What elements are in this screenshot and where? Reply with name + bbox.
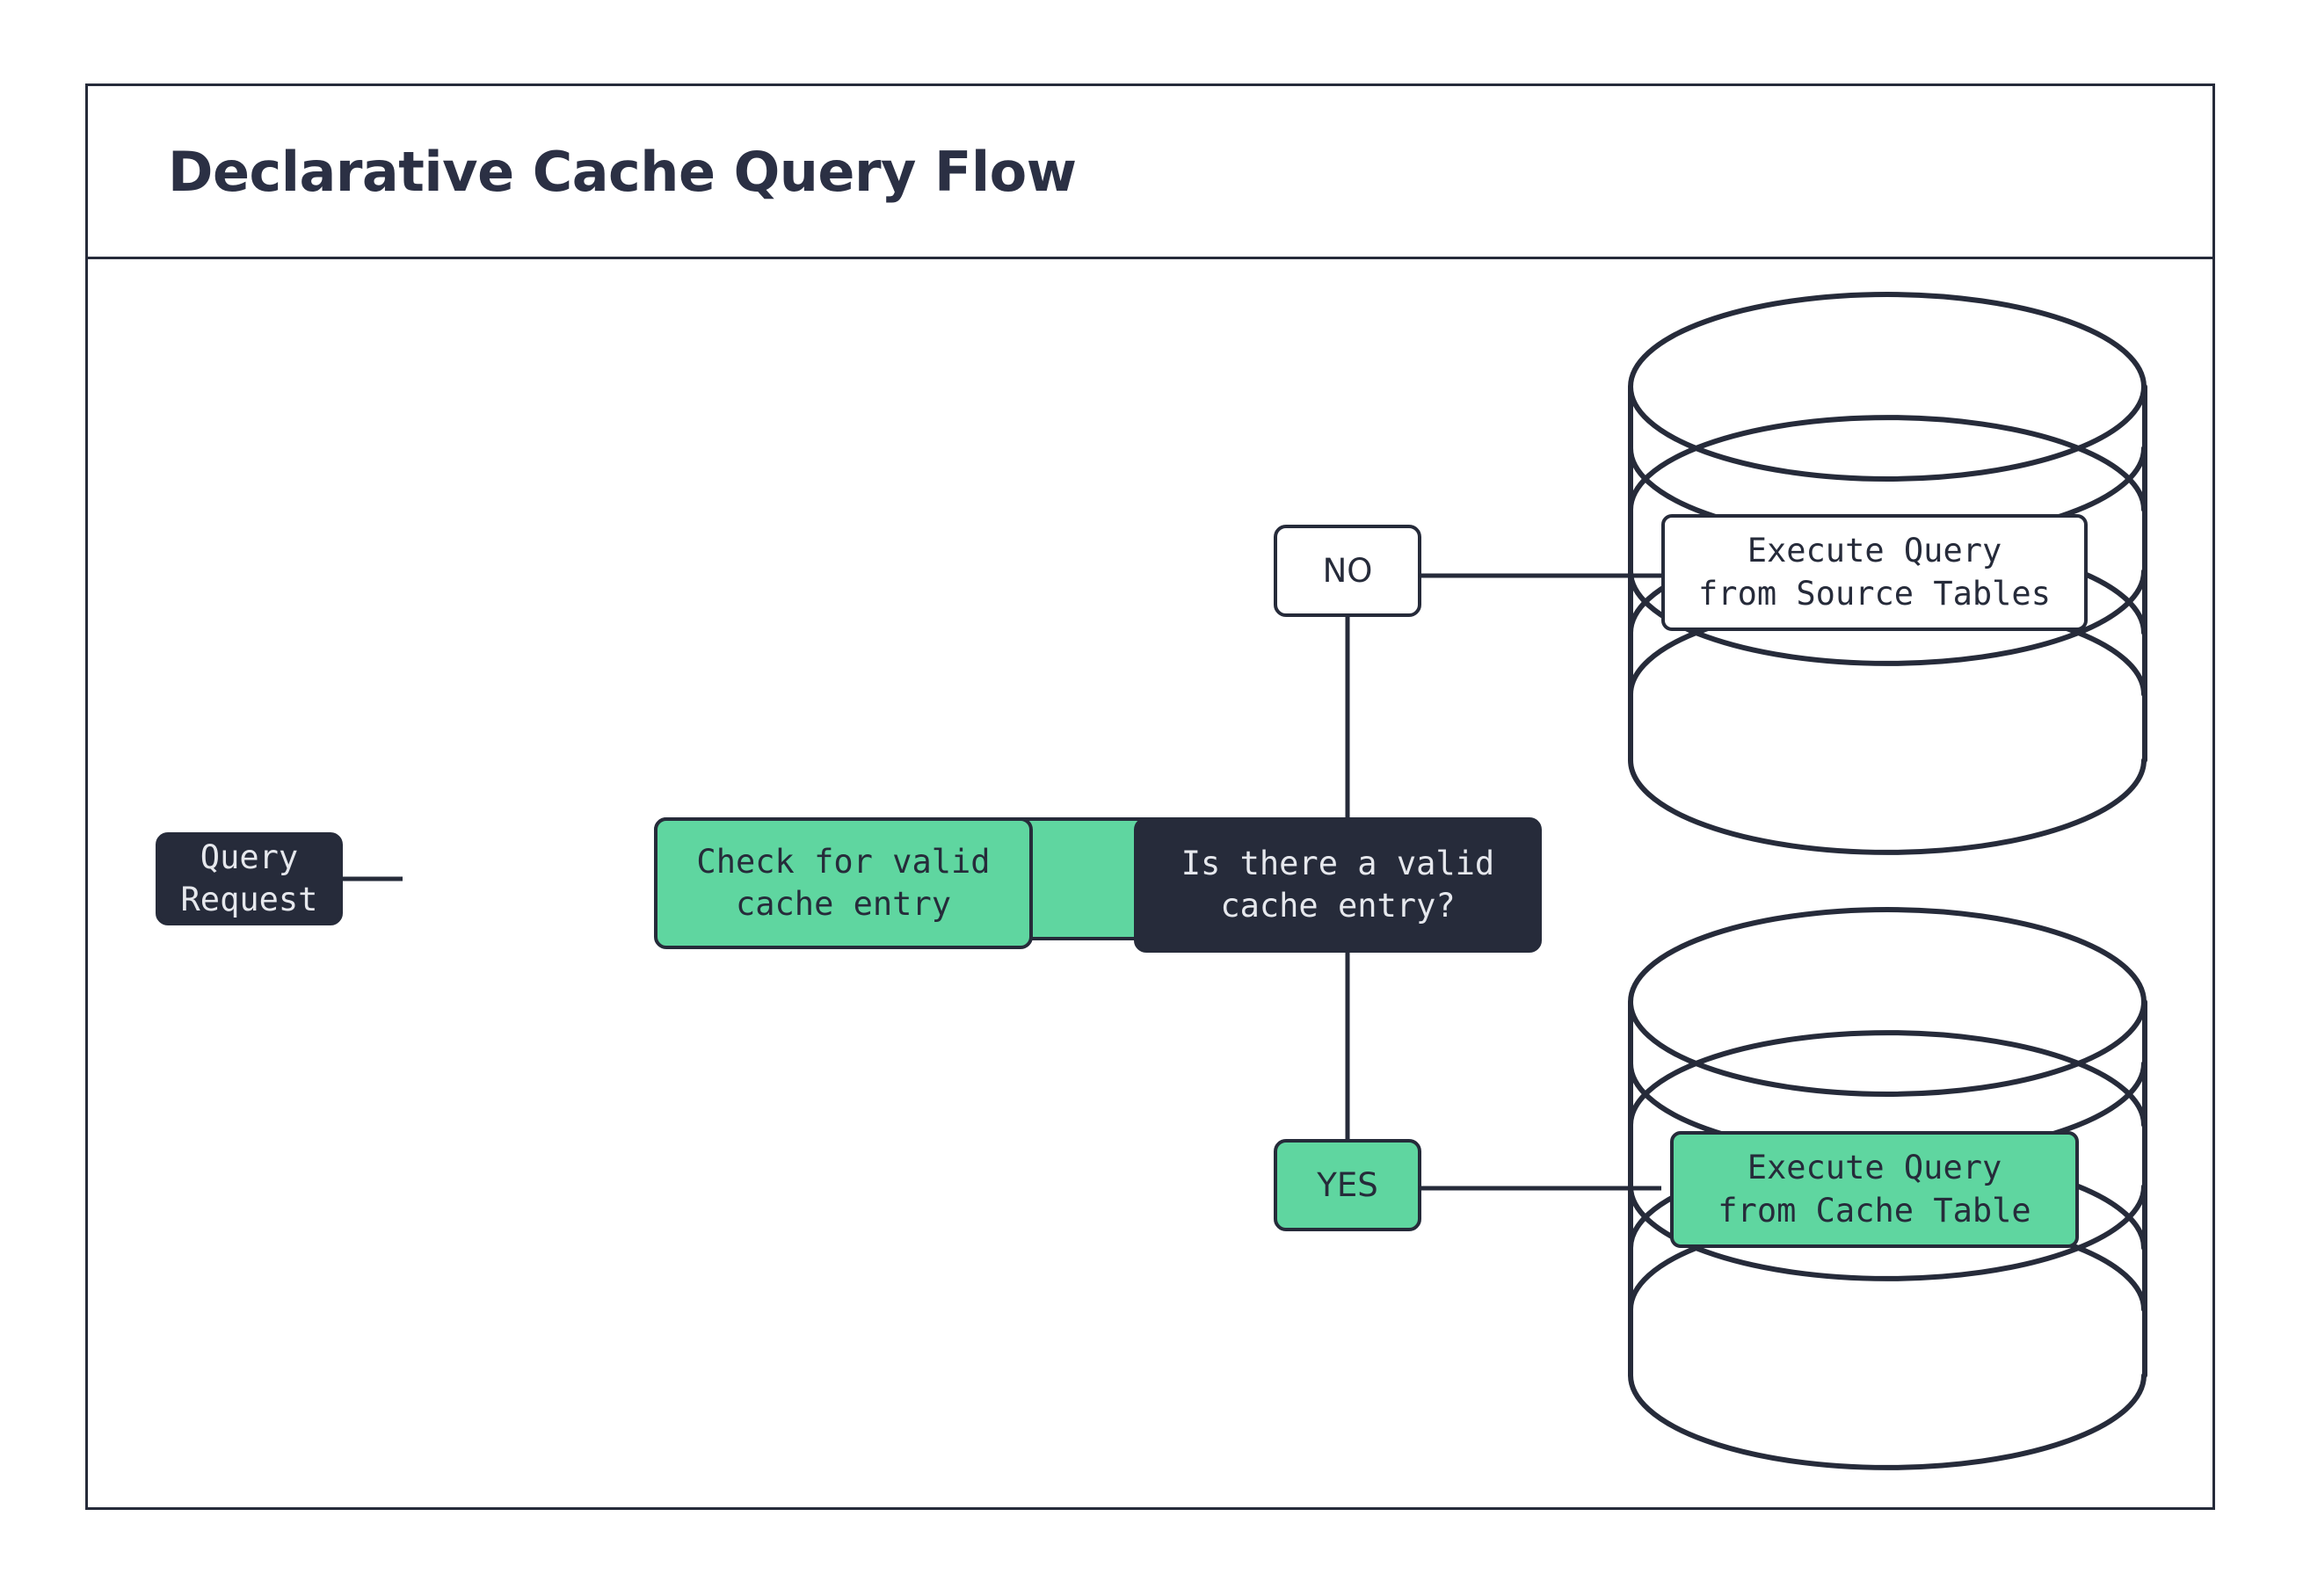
node-decision-valid-cache[interactable]: Is there a valid cache entry? — [1134, 817, 1542, 953]
branch-label-no[interactable]: NO — [1274, 525, 1421, 617]
page-title: Declarative Cache Query Flow — [168, 139, 1077, 204]
diagram-header: Declarative Cache Query Flow — [88, 86, 2212, 259]
node-execute-query-cache-table[interactable]: Execute Query from Cache Table — [1670, 1131, 2079, 1248]
node-check-cache[interactable]: Check for valid cache entry — [654, 817, 1033, 949]
node-query-request[interactable]: Query Request — [156, 832, 343, 925]
diagram-frame: Declarative Cache Query Flow — [85, 83, 2215, 1510]
branch-label-yes[interactable]: YES — [1274, 1139, 1421, 1231]
node-execute-query-source-tables[interactable]: Execute Query from Source Tables — [1661, 514, 2088, 631]
